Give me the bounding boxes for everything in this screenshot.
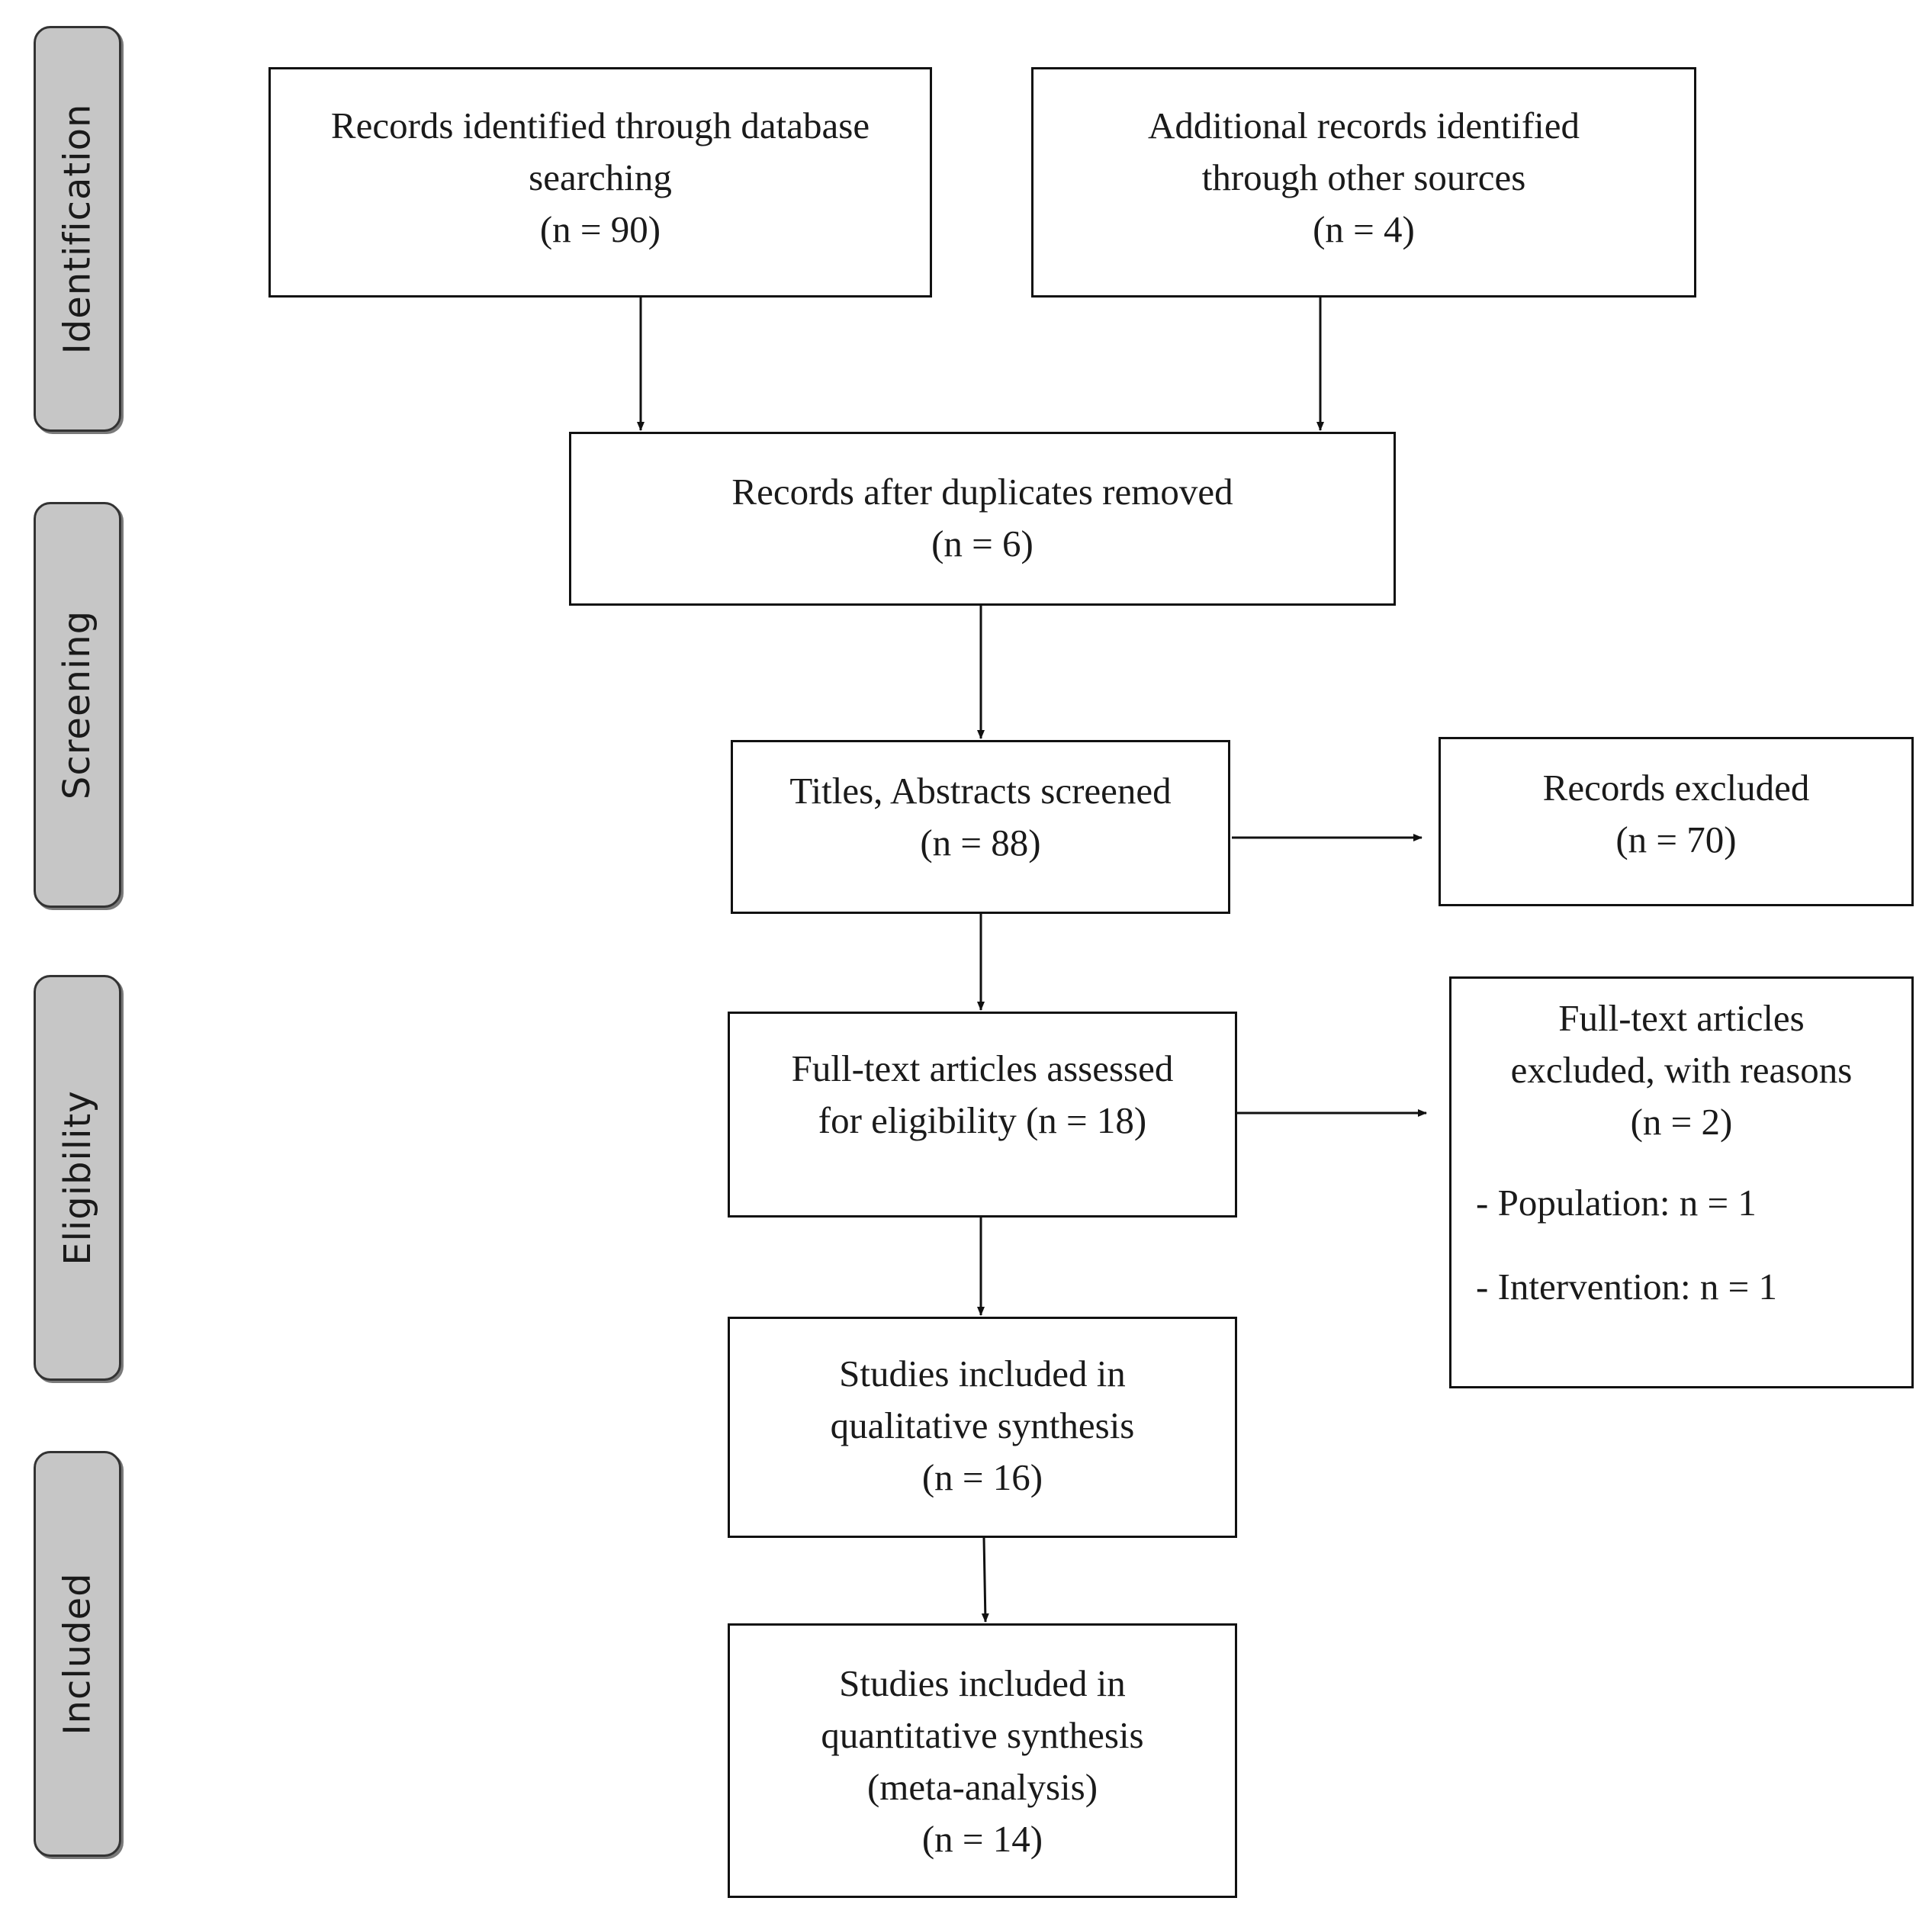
database-records-count: (n = 90): [539, 208, 661, 250]
fulltext-excluded-line2: excluded, with reasons: [1510, 1049, 1853, 1091]
quantitative-line2: quantitative synthesis: [821, 1714, 1144, 1756]
screened-count: (n = 88): [920, 822, 1041, 864]
records-excluded-count: (n = 70): [1615, 819, 1737, 860]
exclusion-reason-population: - Population: n = 1: [1476, 1182, 1757, 1224]
fulltext-excluded-count: (n = 2): [1630, 1101, 1733, 1143]
qualitative-count: (n = 16): [921, 1456, 1043, 1498]
fulltext-assessed-line2: for eligibility (n = 18): [818, 1099, 1147, 1141]
quantitative-line1: Studies included in: [839, 1662, 1126, 1704]
fulltext-assessed-box: Full-text articles assessed for eligibil…: [728, 1012, 1237, 1218]
exclusion-reason-intervention: - Intervention: n = 1: [1476, 1266, 1778, 1308]
fulltext-excluded-line1: Full-text articles: [1558, 997, 1805, 1039]
quantitative-line3: (meta-analysis): [866, 1766, 1098, 1808]
stage-included: Included: [34, 1451, 121, 1857]
other-records-box: Additional records identified through ot…: [1031, 67, 1696, 298]
quantitative-count: (n = 14): [921, 1818, 1043, 1860]
qualitative-synthesis-box: Studies included in qualitative synthesi…: [728, 1317, 1237, 1538]
other-records-line2: through other sources: [1201, 156, 1526, 198]
after-duplicates-count: (n = 6): [931, 523, 1034, 565]
fulltext-assessed-line1: Full-text articles assessed: [791, 1047, 1174, 1089]
records-excluded-line1: Records excluded: [1542, 767, 1810, 809]
records-excluded-box: Records excluded (n = 70): [1439, 737, 1914, 906]
screened-box: Titles, Abstracts screened (n = 88): [731, 740, 1230, 914]
stage-eligibility: Eligibility: [34, 975, 121, 1381]
after-duplicates-box: Records after duplicates removed (n = 6): [569, 432, 1396, 606]
qualitative-line1: Studies included in: [839, 1353, 1126, 1394]
other-records-line1: Additional records identified: [1147, 105, 1580, 146]
stage-identification: Identification: [34, 26, 121, 432]
database-records-box: Records identified through database sear…: [268, 67, 932, 298]
quantitative-synthesis-box: Studies included in quantitative synthes…: [728, 1623, 1237, 1898]
after-duplicates-line1: Records after duplicates removed: [731, 471, 1233, 513]
qualitative-line2: qualitative synthesis: [830, 1404, 1135, 1446]
arrow-qualitative-to-quantitative: [981, 1537, 989, 1623]
screened-line1: Titles, Abstracts screened: [789, 770, 1172, 812]
database-records-line1: Records identified through database: [330, 105, 870, 146]
fulltext-excluded-box: Full-text articles excluded, with reason…: [1449, 976, 1914, 1388]
other-records-count: (n = 4): [1313, 208, 1415, 250]
database-records-line2: searching: [529, 156, 672, 198]
stage-screening: Screening: [34, 502, 121, 908]
